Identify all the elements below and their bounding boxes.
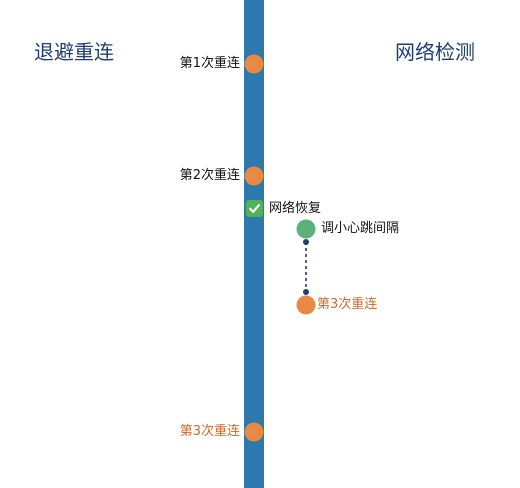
- check-icon: [246, 200, 263, 217]
- retry-3-backoff-node: [244, 422, 264, 442]
- retry-1-label: 第1次重连: [179, 56, 240, 71]
- reduce-heartbeat-label: 调小心跳间隔: [321, 221, 400, 236]
- network-detect-heading: 网络检测: [395, 40, 475, 64]
- retry-2-label: 第2次重连: [179, 168, 240, 183]
- retry-1-node: [244, 54, 264, 74]
- network-recovered-label: 网络恢复: [269, 201, 322, 216]
- retry-3-backoff-label: 第3次重连: [179, 424, 240, 439]
- retry-2-node: [244, 166, 264, 186]
- timeline-bar: [244, 0, 264, 488]
- connector-end-dot: [303, 289, 309, 295]
- backoff-heading: 退避重连: [34, 40, 114, 64]
- connector-start-dot: [303, 239, 309, 245]
- retry-3-detect-node: [296, 295, 316, 315]
- heartbeat-node: [296, 219, 316, 239]
- retry-3-detect-label: 第3次重连: [317, 297, 378, 312]
